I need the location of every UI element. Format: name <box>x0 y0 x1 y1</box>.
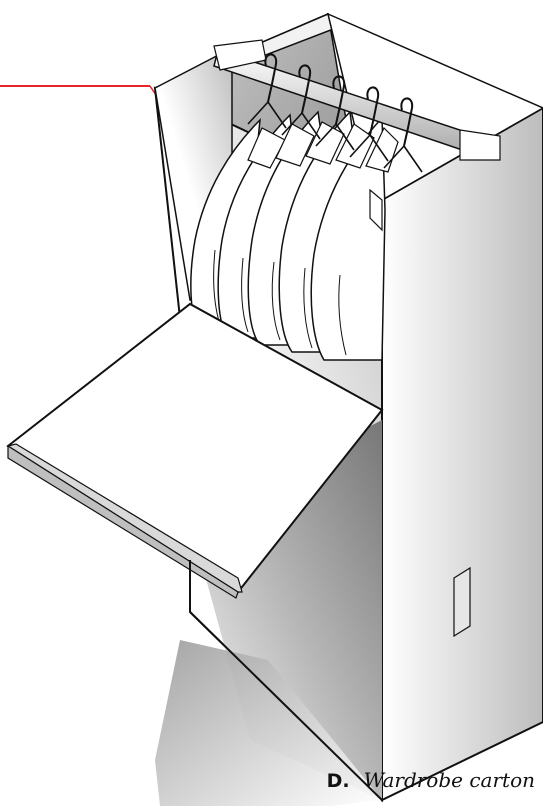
carton-right-wall <box>382 108 543 800</box>
caption-letter: D. <box>327 770 350 792</box>
rail-bracket-right <box>460 130 500 160</box>
caption-title: Wardrobe carton <box>364 768 535 792</box>
figure-caption: D. Wardrobe carton <box>327 768 535 792</box>
handle-cutout <box>454 568 470 636</box>
